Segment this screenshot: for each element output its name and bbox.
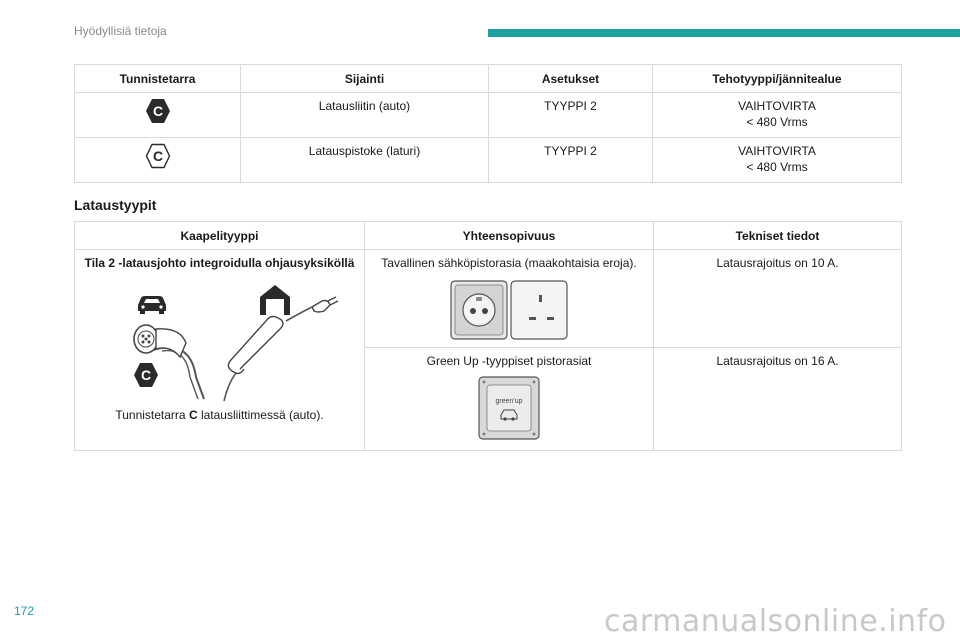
svg-text:C: C: [140, 367, 150, 383]
compatibility-text: Green Up -tyyppiset pistorasiat: [426, 354, 592, 368]
power-type: VAIHTOVIRTA: [738, 144, 816, 158]
badge-cell: C: [74, 137, 241, 183]
garage-icon: [259, 285, 290, 315]
compatibility-cell: Green Up -tyyppiset pistorasiat green'up: [364, 347, 654, 451]
identifier-caption: Tunnistetarra C latausliittimessä (auto)…: [115, 408, 324, 422]
connector-icon: [132, 324, 205, 400]
setting-cell: TYYPPI 2: [488, 92, 653, 138]
power-type: VAIHTOVIRTA: [738, 99, 816, 113]
setting-cell: TYYPPI 2: [488, 137, 653, 183]
compatibility-text: Tavallinen sähköpistorasia (maakohtaisia…: [381, 256, 637, 270]
svg-text:C: C: [152, 148, 162, 164]
col-header-identifier: Tunnistetarra: [74, 64, 241, 93]
specs-cell: Latausrajoitus on 16 A.: [653, 347, 902, 451]
car-icon: [137, 296, 166, 314]
outline-c-badge-icon: C: [145, 143, 170, 169]
table-row: C Latausliitin (auto) TYYPPI 2 VAIHTOVIR…: [74, 92, 902, 138]
header-accent-bar: [488, 29, 960, 37]
filled-c-badge-icon: C: [133, 363, 158, 387]
svg-text:C: C: [152, 103, 162, 119]
page-number: 172: [14, 604, 35, 618]
green-up-logo: green'up: [495, 398, 522, 405]
col-header-location: Sijainti: [240, 64, 489, 93]
badge-cell: C: [74, 92, 241, 138]
location-cell: Latausliitin (auto): [240, 92, 489, 138]
col-header-cable-type: Kaapelityyppi: [74, 221, 365, 250]
cable-type-label: Tila 2 -latausjohto integroidulla ohjaus…: [84, 256, 355, 270]
power-cell: VAIHTOVIRTA < 480 Vrms: [652, 92, 902, 138]
voltage-range: < 480 Vrms: [746, 160, 808, 174]
table-row: C Latauspistoke (laturi) TYYPPI 2 VAIHTO…: [74, 137, 902, 183]
green-up-socket-icon: green'up: [478, 376, 540, 440]
col-header-power: Tehotyyppi/jännitealue: [652, 64, 902, 93]
power-cell: VAIHTOVIRTA < 480 Vrms: [652, 137, 902, 183]
mode2-cable-illustration-icon: C: [132, 285, 338, 402]
compatibility-cell: Tavallinen sähköpistorasia (maakohtaisia…: [364, 249, 654, 348]
control-box-icon: [222, 296, 338, 402]
identifier-table: Tunnistetarra Sijainti Asetukset Tehotyy…: [74, 64, 902, 183]
table-row: Green Up -tyyppiset pistorasiat green'up…: [75, 347, 902, 451]
voltage-range: < 480 Vrms: [746, 115, 808, 129]
col-header-compatibility: Yhteensopivuus: [364, 221, 654, 250]
watermark: carmanualsonline.info: [604, 604, 947, 639]
filled-c-badge-icon: C: [145, 99, 170, 123]
section-header: Hyödyllisiä tietoja: [74, 24, 167, 38]
cable-type-cell: Tila 2 -latausjohto integroidulla ohjaus…: [74, 249, 365, 451]
specs-cell: Latausrajoitus on 10 A.: [653, 249, 902, 348]
household-socket-icon: [450, 280, 568, 340]
section-title: Lataustyypit: [74, 197, 157, 213]
charging-types-table: Kaapelityyppi Yhteensopivuus Tekniset ti…: [74, 221, 902, 451]
location-cell: Latauspistoke (laturi): [240, 137, 489, 183]
col-header-settings: Asetukset: [488, 64, 653, 93]
col-header-specs: Tekniset tiedot: [653, 221, 902, 250]
table-row: Tila 2 -latausjohto integroidulla ohjaus…: [74, 249, 902, 451]
